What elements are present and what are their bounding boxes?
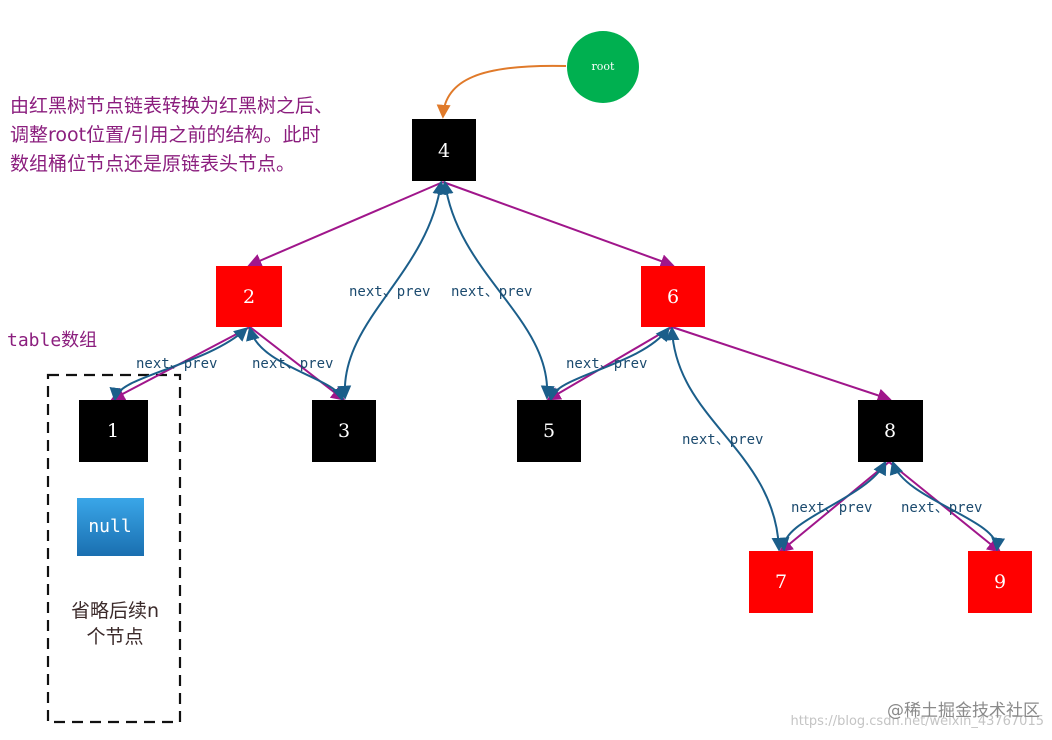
- edge-labels: next、prev next、prev next、prev next、prev …: [136, 284, 982, 516]
- source-url: https://blog.csdn.net/weixin_43767015: [790, 714, 1044, 729]
- node-label-4: 4: [438, 140, 450, 162]
- node-label-6: 6: [667, 286, 679, 308]
- null-box: [77, 498, 144, 556]
- watermark: @稀土掘金技术社区: [887, 701, 1040, 721]
- node-label-3: 3: [338, 420, 350, 442]
- list-edge-7-6: [665, 326, 786, 552]
- node-label-7: 7: [775, 571, 787, 593]
- edge-label-1-2: next、prev: [136, 356, 217, 372]
- list-edge-7-8: [775, 460, 887, 552]
- list-edge-1-2: [109, 327, 249, 402]
- edge-label-7-6: next、prev: [682, 432, 763, 448]
- tree-nodes: 4 2 6 1 3 5 8 7 9: [79, 119, 1032, 613]
- list-edge-9-8: [889, 460, 1006, 552]
- list-edges: [109, 180, 1006, 552]
- table-array-label: table数组: [7, 330, 98, 351]
- edge-label-7-8: next、prev: [791, 500, 872, 516]
- tree-edge-4-6: [442, 181, 675, 268]
- edge-label-3-2: next、prev: [252, 356, 333, 372]
- description-text: 由红黑树节点链表转换为红黑树之后、 调整root位置/引用之前的结构。此时 数组…: [10, 95, 334, 175]
- omitted-nodes-label: 省略后续n 个节点: [70, 600, 160, 648]
- null-label: null: [88, 516, 131, 537]
- node-7: [749, 551, 813, 613]
- node-8: [858, 400, 923, 462]
- node-label-8: 8: [884, 420, 896, 442]
- node-3: [312, 400, 376, 462]
- list-edge-5-6: [546, 326, 670, 402]
- edge-label-3-4: next、prev: [349, 284, 430, 300]
- node-label-2: 2: [243, 286, 255, 308]
- node-9: [968, 551, 1032, 613]
- node-label-5: 5: [543, 420, 555, 442]
- node-5: [517, 400, 581, 462]
- node-2: [216, 266, 282, 327]
- list-edge-5-4: [439, 180, 555, 400]
- root-node: [567, 31, 639, 103]
- node-6: [641, 266, 705, 327]
- edge-label-5-6: next、prev: [566, 356, 647, 372]
- node-4: [412, 119, 476, 181]
- node-label-9: 9: [994, 571, 1006, 593]
- node-label-1: 1: [107, 420, 119, 442]
- edge-label-5-4: next、prev: [451, 284, 532, 300]
- tree-edge-6-8: [671, 326, 892, 403]
- root-label: root: [592, 60, 616, 73]
- edge-label-9-8: next、prev: [901, 500, 982, 516]
- root-edge: [436, 64, 567, 119]
- node-1: [79, 400, 148, 462]
- list-edge-3-4: [337, 180, 447, 400]
- table-array-box: [46, 373, 182, 724]
- tree-edges: [110, 181, 1002, 553]
